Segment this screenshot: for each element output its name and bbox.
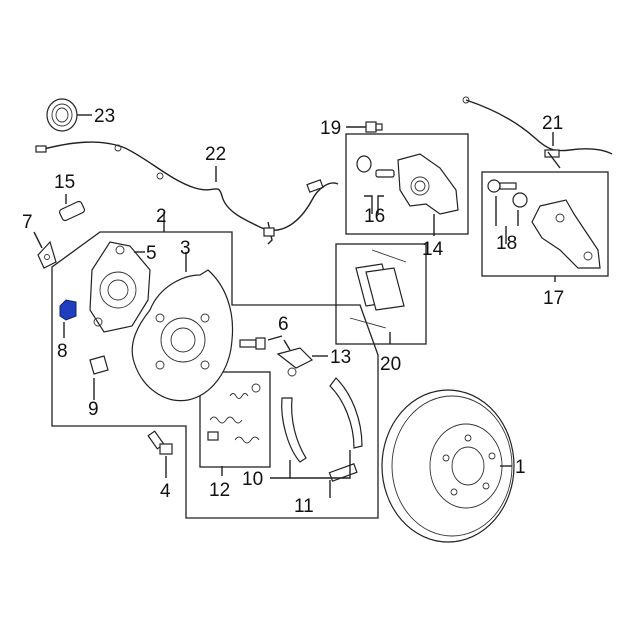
part-10-shoes	[281, 377, 363, 463]
part-4-bolt	[147, 430, 173, 455]
group-box-20	[335, 243, 427, 345]
part-12-springs	[207, 383, 261, 444]
callout-12: 12	[209, 480, 230, 501]
callout-22: 22	[205, 144, 226, 165]
part-14-caliper	[397, 153, 459, 215]
part-9-pad	[89, 355, 109, 375]
part-15-pin	[58, 200, 86, 222]
callout-15: 15	[54, 172, 75, 193]
callout-2: 2	[156, 206, 167, 227]
part-5-knuckle	[89, 241, 151, 333]
callout-14: 14	[422, 239, 444, 260]
callout-20: 20	[380, 354, 401, 375]
part-3-backing-plate	[131, 269, 234, 402]
part-21-cable	[462, 96, 613, 169]
part-22-abs-wire	[35, 141, 339, 245]
callout-19: 19	[320, 118, 341, 139]
callout-10: 10	[242, 469, 263, 490]
callout-3: 3	[180, 238, 191, 259]
group-box-2	[51, 231, 379, 519]
callout-21: 21	[542, 113, 563, 134]
group-box-12	[199, 371, 271, 468]
callout-17: 17	[543, 288, 564, 309]
group-box-14	[345, 133, 469, 235]
callout-23: 23	[94, 106, 115, 127]
part-1-rotor	[381, 389, 515, 543]
callout-11: 11	[294, 496, 314, 517]
callout-5: 5	[146, 243, 157, 264]
callout-1: 1	[515, 457, 526, 478]
part-7-bracket	[37, 240, 57, 269]
part-23-seal	[46, 98, 78, 132]
callout-4: 4	[160, 481, 171, 502]
callout-7: 7	[22, 212, 33, 233]
part-19-bolt	[365, 121, 383, 133]
callout-13: 13	[330, 347, 351, 368]
callout-6: 6	[278, 314, 289, 335]
part-13-lever	[276, 339, 314, 377]
part-17-bracket	[531, 199, 601, 269]
callout-8: 8	[57, 341, 68, 362]
part-20-pads	[349, 249, 407, 329]
callout-labels: 23 22 21 19 15 7 2 5 3 8 9 6 13 16 14 18…	[22, 106, 564, 517]
callout-18: 18	[496, 233, 517, 254]
callout-9: 9	[88, 399, 99, 420]
callout-16: 16	[364, 206, 385, 227]
part-16-guide-kit	[356, 155, 395, 178]
leader-lines	[33, 114, 556, 498]
part-6-bolt	[239, 337, 266, 350]
group-box-17	[481, 171, 609, 277]
part-8-clip	[59, 299, 77, 321]
part-18-slide-pins	[487, 179, 528, 208]
